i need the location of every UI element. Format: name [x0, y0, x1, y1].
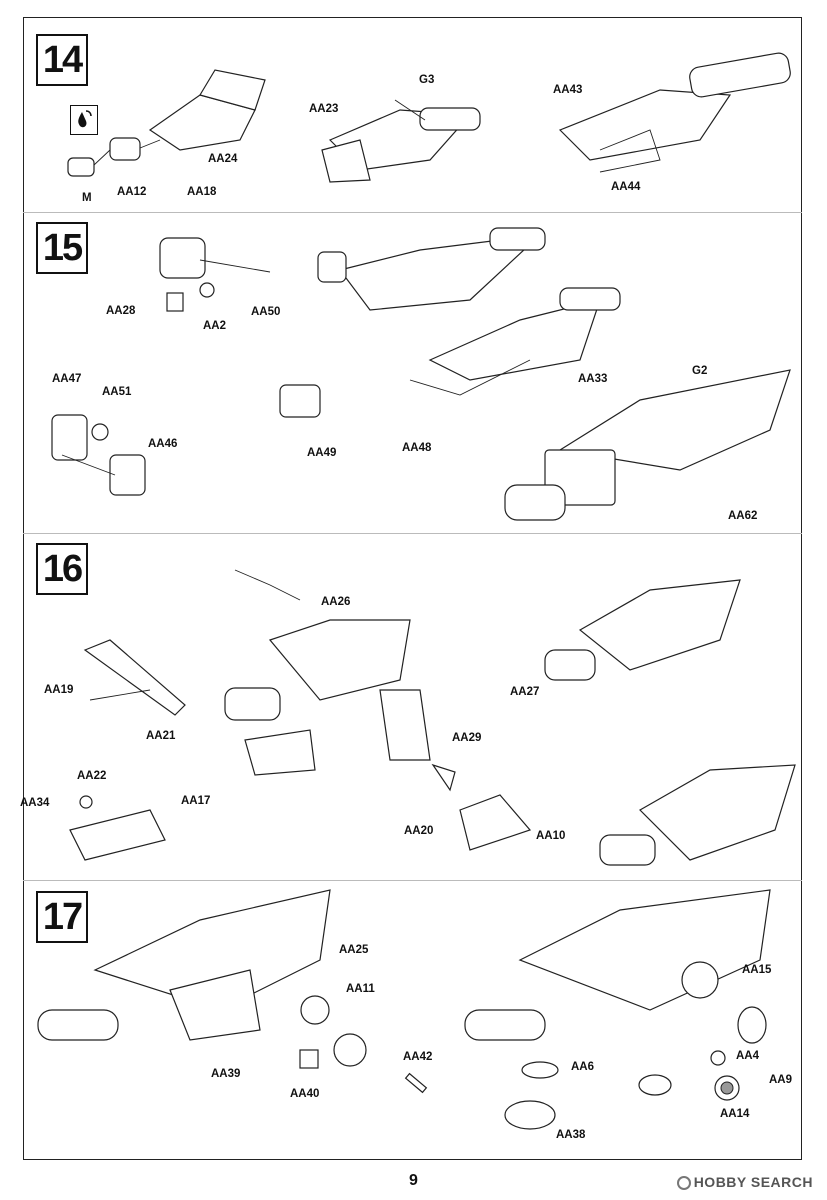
label-aa2: AA2 — [203, 320, 227, 332]
label-aa4: AA4 — [736, 1050, 760, 1062]
step14-barrel-assembly-b — [558, 52, 791, 173]
section-divider — [23, 880, 802, 881]
label-aa40: AA40 — [290, 1088, 320, 1100]
label-aa46: AA46 — [148, 438, 178, 450]
step15-small-part — [279, 384, 321, 418]
step14-barrel-assembly-a — [321, 99, 481, 183]
label-g3: G3 — [419, 74, 435, 86]
logo-icon — [676, 1176, 691, 1190]
step15-trunnion — [159, 237, 271, 312]
label-aa9: AA9 — [769, 1074, 793, 1086]
label-aa14: AA14 — [720, 1108, 750, 1120]
glue-drop-icon — [70, 105, 98, 135]
step16-tray — [69, 795, 166, 861]
label-aa22: AA22 — [77, 770, 107, 782]
label-aa17: AA17 — [181, 795, 211, 807]
step-14-number: 14 — [36, 34, 88, 86]
section-divider — [23, 212, 802, 213]
step15-yoke-parts — [51, 414, 146, 496]
label-aa21: AA21 — [146, 730, 176, 742]
step15-gun-cradle — [504, 369, 791, 521]
label-aa26: AA26 — [321, 596, 351, 608]
label-aa24: AA24 — [208, 153, 238, 165]
step17-left-assembly — [37, 889, 428, 1094]
label-aa25: AA25 — [339, 944, 369, 956]
step16-plate — [431, 763, 532, 851]
label-aa62: AA62 — [728, 510, 758, 522]
label-aa23: AA23 — [309, 103, 339, 115]
page-frame — [23, 17, 802, 1160]
step15-mount-lower — [409, 287, 621, 396]
step-17-number: 17 — [36, 891, 88, 943]
label-aa12: AA12 — [117, 186, 147, 198]
label-aa33: AA33 — [578, 373, 608, 385]
step15-mount-upper — [317, 227, 546, 311]
label-aa48: AA48 — [402, 442, 432, 454]
label-aa6: AA6 — [571, 1061, 595, 1073]
label-aa11: AA11 — [346, 983, 375, 995]
step-16-number: 16 — [36, 543, 88, 595]
step16-right-assembly-b — [599, 764, 796, 866]
step14-breech-assembly — [67, 69, 266, 177]
watermark-text: HOBBY SEARCH — [693, 1174, 813, 1190]
page-number: 9 — [409, 1172, 418, 1189]
label-aa39: AA39 — [211, 1068, 241, 1080]
label-aa20: AA20 — [404, 825, 434, 837]
label-aa28: AA28 — [106, 305, 136, 317]
step16-main-assembly — [224, 569, 431, 776]
label-m: M — [82, 192, 92, 204]
label-aa29: AA29 — [452, 732, 482, 744]
label-aa42: AA42 — [403, 1051, 433, 1063]
label-aa47: AA47 — [52, 373, 82, 385]
watermark: HOBBY SEARCH — [676, 1174, 813, 1190]
step-15-number: 15 — [36, 222, 88, 274]
label-aa18: AA18 — [187, 186, 217, 198]
label-aa50: AA50 — [251, 306, 281, 318]
label-g2: G2 — [692, 365, 708, 377]
label-aa38: AA38 — [556, 1129, 586, 1141]
label-aa51: AA51 — [102, 386, 132, 398]
label-aa34: AA34 — [20, 797, 50, 809]
label-aa19: AA19 — [44, 684, 74, 696]
label-aa15: AA15 — [742, 964, 772, 976]
step16-right-assembly-a — [544, 579, 741, 681]
label-aa10: AA10 — [536, 830, 566, 842]
section-divider — [23, 533, 802, 534]
label-aa27: AA27 — [510, 686, 540, 698]
label-aa44: AA44 — [611, 181, 641, 193]
label-aa49: AA49 — [307, 447, 337, 459]
step16-bracket — [83, 639, 186, 716]
step17-right-assembly — [464, 889, 771, 1130]
label-aa43: AA43 — [553, 84, 583, 96]
